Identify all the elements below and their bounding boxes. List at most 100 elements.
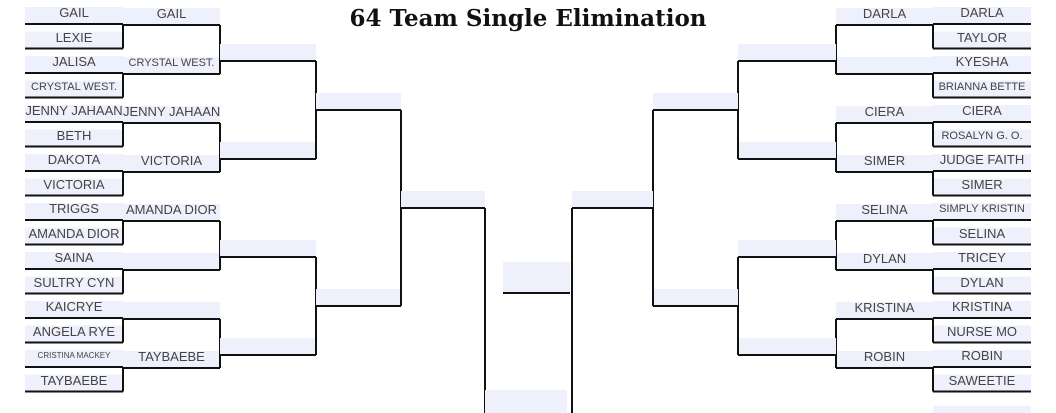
left-r1-slot: [25, 301, 123, 318]
right-r3-team[interactable]: [738, 139, 836, 157]
right-r2-team[interactable]: SIMER: [863, 153, 906, 168]
right-r5-team[interactable]: [572, 188, 653, 206]
left-r2-team[interactable]: JENNY JAHAAN: [123, 104, 220, 119]
left-r2-team[interactable]: [123, 250, 220, 268]
right-r1-slot: [933, 227, 1031, 245]
left-r1-slot: [25, 203, 123, 220]
left-r1-team[interactable]: CRYSTAL WEST.: [31, 80, 117, 93]
left-r1-slot: [25, 56, 123, 73]
bracket-title: 64 Team Single Elimination: [349, 5, 707, 32]
left-r2-team[interactable]: TAYBAEBE: [138, 349, 205, 364]
left-r3-team[interactable]: [220, 335, 316, 353]
right-r2-slot: [836, 204, 933, 220]
right-r3-team[interactable]: [738, 41, 836, 59]
right-r4-slot: [653, 93, 738, 109]
left-r3-slot: [220, 240, 316, 256]
left-r1-team[interactable]: ANGELA RYE: [32, 323, 116, 339]
left-r2-team[interactable]: GAIL: [156, 6, 187, 21]
right-r1-team[interactable]: SELINA: [958, 225, 1006, 241]
left-r1-team[interactable]: GAIL: [59, 5, 89, 20]
center-team[interactable]: [503, 268, 570, 286]
left-r3-team[interactable]: [220, 237, 316, 255]
right-r1-team[interactable]: DYLAN: [960, 274, 1004, 290]
left-r1-slot: [25, 80, 123, 98]
right-r1-team[interactable]: JUDGE FAITH: [939, 152, 1025, 167]
right-r2-slot: [836, 253, 933, 269]
right-r1-team[interactable]: ROBIN: [961, 348, 1003, 363]
right-r2-slot: [836, 155, 933, 171]
left-r1-slot: [25, 7, 123, 24]
left-r2-slot: [123, 204, 220, 220]
left-r2-slot: [123, 351, 220, 367]
left-r1-slot: [25, 154, 123, 171]
right-r2-team[interactable]: CIERA: [864, 104, 905, 119]
right-r2-slot: [836, 8, 933, 24]
left-r1-team[interactable]: VICTORIA: [43, 176, 105, 192]
right-r2-team[interactable]: DYLAN: [862, 251, 907, 266]
left-r2-slot: [123, 8, 220, 24]
right-r1-team[interactable]: BRIANNA BETTE: [938, 80, 1026, 93]
right-r1-team[interactable]: SIMPLY KRISTIN: [939, 203, 1025, 215]
left-r1-team[interactable]: DAKOTA: [47, 152, 101, 167]
left-r2-team[interactable]: VICTORIA: [140, 153, 203, 168]
left-r3-team[interactable]: [220, 139, 316, 157]
right-r2-team[interactable]: DARLA: [862, 6, 907, 21]
left-r2-slot: [123, 106, 220, 122]
right-r1-team[interactable]: TAYLOR: [956, 29, 1008, 45]
right-r1-team[interactable]: ROSALYN G. O.: [941, 129, 1023, 142]
left-r1-team[interactable]: LEXIE: [55, 29, 93, 45]
right-r1-team[interactable]: SIMER: [961, 176, 1003, 192]
left-r4-team[interactable]: [316, 90, 401, 108]
left-r1-slot: [25, 350, 123, 367]
right-r1-team[interactable]: NURSE MO: [946, 323, 1018, 339]
right-r4-team[interactable]: [653, 90, 738, 108]
left-r1-team[interactable]: CRISTINA MACKEY: [37, 351, 111, 360]
left-r1-team[interactable]: AMANDA DIOR: [28, 225, 120, 241]
left-r1-team[interactable]: TRIGGS: [49, 201, 99, 216]
right-r1-slot: [933, 276, 1031, 294]
left-r2-team[interactable]: [123, 299, 220, 317]
right-r5-slot: [572, 191, 653, 207]
right-r1-team[interactable]: DARLA: [960, 5, 1004, 20]
right-r4-team[interactable]: [653, 286, 738, 304]
right-r4-slot: [653, 289, 738, 305]
right-r1-team[interactable]: CIERA: [962, 103, 1002, 118]
left-r4-slot: [316, 289, 401, 305]
right-r2-team[interactable]: SELINA: [861, 202, 908, 217]
left-r4-team[interactable]: [316, 286, 401, 304]
left-r1-slot: [25, 374, 123, 392]
left-r1-team[interactable]: TAYBAEBE: [40, 372, 108, 388]
right-r2-team[interactable]: [836, 54, 933, 72]
right-r3-team[interactable]: [738, 237, 836, 255]
left-r1-slot: [25, 227, 123, 245]
right-r3-slot: [738, 142, 836, 158]
right-r1-team[interactable]: SAWEETIE: [948, 372, 1016, 388]
right-r3-team[interactable]: [738, 335, 836, 353]
right-bottom-slot: [933, 406, 1031, 413]
left-r1-slot: [25, 325, 123, 343]
right-r1-slot: [933, 301, 1031, 318]
right-r2-slot: [836, 302, 933, 318]
left-r1-team[interactable]: JALISA: [52, 54, 96, 69]
right-r1-slot: [933, 105, 1031, 122]
left-r1-team[interactable]: SULTRY CYN: [33, 274, 115, 290]
left-r1-team[interactable]: JENNY JAHAAN: [25, 103, 123, 118]
right-r1-team[interactable]: KYESHA: [955, 54, 1009, 69]
left-r1-slot: [25, 105, 123, 122]
right-r2-team[interactable]: KRISTINA: [854, 300, 915, 315]
left-r3-team[interactable]: [220, 41, 316, 59]
left-r5-team[interactable]: [401, 188, 485, 206]
right-r1-team[interactable]: TRICEY: [958, 250, 1006, 265]
right-r2-team[interactable]: ROBIN: [863, 349, 906, 364]
left-r1-slot: [25, 252, 123, 269]
right-r1-team[interactable]: KRISTINA: [952, 299, 1012, 314]
left-r2-team[interactable]: AMANDA DIOR: [125, 202, 217, 217]
left-r1-team[interactable]: KAICRYE: [45, 299, 103, 314]
right-r2-slot: [836, 57, 933, 73]
left-r3-slot: [220, 338, 316, 354]
left-r2-team[interactable]: CRYSTAL WEST.: [128, 57, 215, 69]
right-r1-slot: [933, 252, 1031, 269]
left-r1-team[interactable]: SAINA: [54, 250, 94, 265]
left-r2-slot: [123, 253, 220, 269]
left-r1-team[interactable]: BETH: [56, 127, 92, 143]
